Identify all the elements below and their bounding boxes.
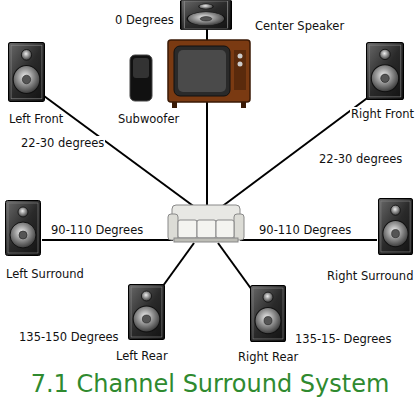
diagram-title: 7.1 Channel Surround System [31,369,390,399]
left-rear-label: Left Rear [115,349,169,363]
speaker-node: Left Front [8,108,64,127]
right-front-label: Right Front [350,107,415,121]
speaker-node: Left Surround [5,263,85,282]
angle-label: 135-15- Degrees [294,332,392,346]
speaker-node: Right Front [350,103,415,122]
right-rear-label: Right Rear [237,350,299,364]
angle-label: 135-150 Degrees [18,330,120,344]
center-speaker-label: Center Speaker [254,19,345,33]
left-front-label: Left Front [8,112,64,126]
angle-label: 22-30 degrees [20,136,105,150]
speaker-node: Center Speaker [254,15,345,34]
left-surround-label: Left Surround [5,267,85,281]
angle-label: 22-30 degrees [318,152,403,166]
angle-label: 0 Degrees [114,13,175,27]
speaker-node: Left Rear [115,345,169,364]
speaker-node: Right Surround [326,265,414,284]
subwoofer-label: Subwoofer [117,112,180,126]
right-surround-label: Right Surround [326,269,414,283]
angle-label: 90-110 Degrees [258,223,352,237]
speaker-node: Right Rear [237,346,299,365]
angle-label: 90-110 Degrees [50,223,144,237]
speaker-node: Subwoofer [117,108,180,127]
